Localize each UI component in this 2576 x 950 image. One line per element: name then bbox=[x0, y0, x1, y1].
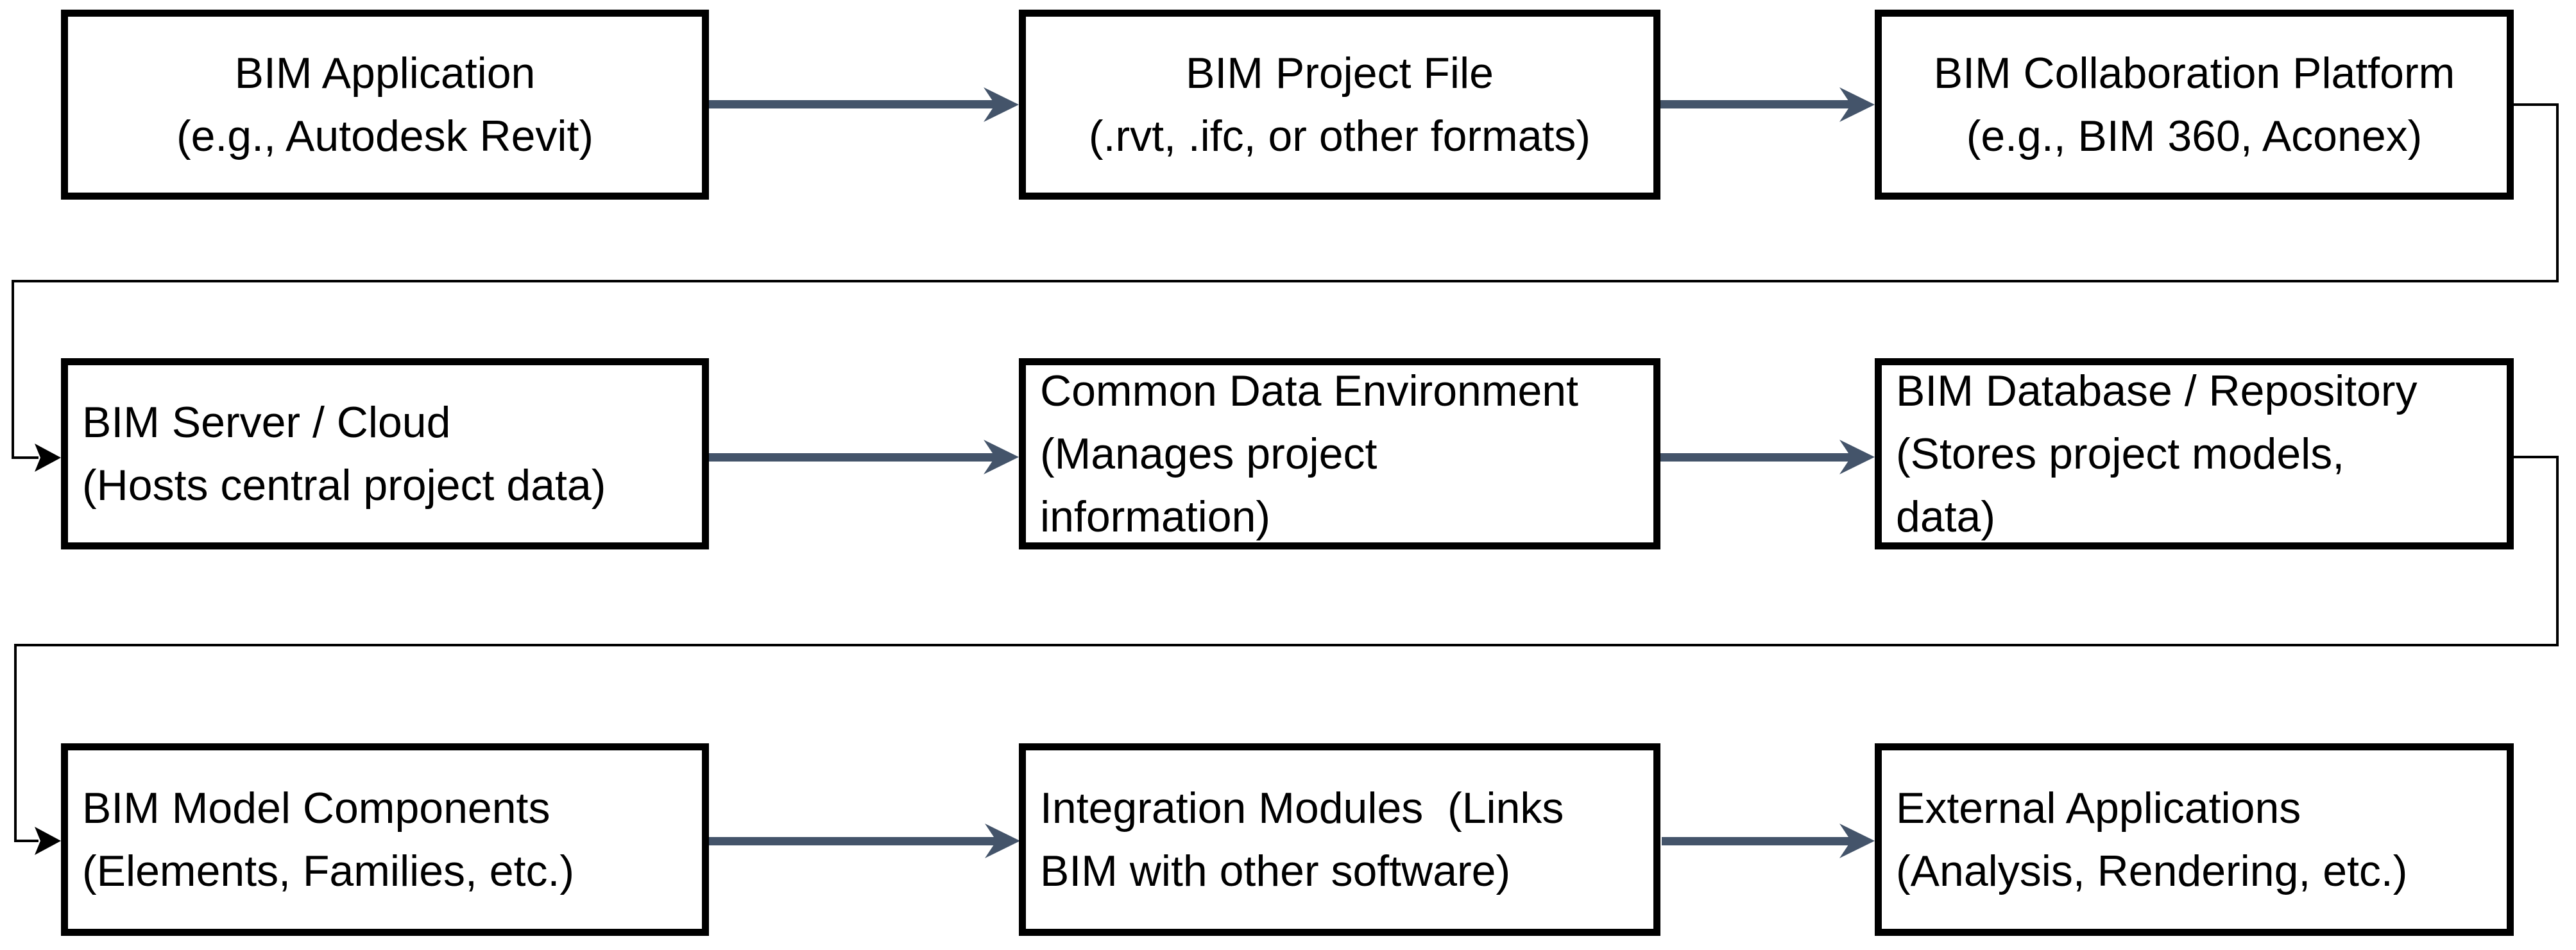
node-bim-collaboration-platform: BIM Collaboration Platform (e.g., BIM 36… bbox=[1875, 10, 2514, 200]
flow-arrow-application-to-projectfile bbox=[709, 87, 1019, 122]
wrap-connector-row1-to-row2 bbox=[12, 103, 2559, 472]
node-label-line: BIM Project File bbox=[1186, 49, 1494, 98]
node-label-line: (e.g., BIM 360, Aconex) bbox=[1966, 112, 2423, 160]
node-external-applications: External Applications (Analysis, Renderi… bbox=[1875, 743, 2514, 936]
arrow-head bbox=[984, 440, 1019, 474]
node-label-line: (Elements, Families, etc.) bbox=[82, 847, 575, 895]
node-bim-model-components: BIM Model Components (Elements, Families… bbox=[61, 743, 709, 936]
node-bim-application: BIM Application (e.g., Autodesk Revit) bbox=[61, 10, 709, 200]
arrow-head bbox=[985, 824, 1020, 858]
flow-arrow-server-to-cde bbox=[709, 440, 1019, 474]
node-bim-database-repository: BIM Database / Repository (Stores projec… bbox=[1875, 358, 2514, 549]
flow-arrow-projectfile-to-collaboration bbox=[1660, 87, 1875, 122]
node-label-line: information) bbox=[1040, 492, 1271, 541]
node-label-line: (.rvt, .ifc, or other formats) bbox=[1088, 112, 1591, 160]
node-label-line: (Analysis, Rendering, etc.) bbox=[1896, 847, 2408, 895]
arrow-shaft bbox=[709, 453, 995, 462]
node-label-line: BIM Collaboration Platform bbox=[1933, 49, 2455, 98]
arrow-head bbox=[984, 87, 1019, 122]
node-label-line: Integration Modules (Links bbox=[1040, 784, 1564, 833]
arrow-shaft bbox=[1660, 100, 1851, 108]
node-label-line: BIM Server / Cloud bbox=[82, 398, 451, 447]
arrow-shaft bbox=[709, 100, 995, 108]
arrow-shaft bbox=[1662, 837, 1851, 845]
arrow-head bbox=[1839, 440, 1875, 474]
wrap-connector-arrowhead bbox=[35, 827, 61, 855]
wrap-connector-row2-to-row3 bbox=[14, 456, 2559, 855]
wrap-connector-arrowhead bbox=[35, 444, 61, 472]
flow-arrow-integration-to-external bbox=[1662, 824, 1875, 858]
node-label-line: BIM Application bbox=[234, 49, 536, 98]
node-label-line: External Applications bbox=[1896, 784, 2301, 833]
arrow-shaft bbox=[1660, 453, 1851, 462]
wrap-connector-line bbox=[12, 103, 2559, 459]
node-common-data-environment: Common Data Environment (Manages project… bbox=[1019, 358, 1660, 549]
wrap-connector-line bbox=[14, 456, 2559, 842]
flow-arrow-components-to-integration bbox=[709, 824, 1020, 858]
node-bim-project-file: BIM Project File (.rvt, .ifc, or other f… bbox=[1019, 10, 1660, 200]
node-label-line: (Hosts central project data) bbox=[82, 461, 606, 510]
node-label-line: BIM Model Components bbox=[82, 784, 550, 833]
node-label-line: Common Data Environment bbox=[1040, 367, 1579, 415]
node-bim-server-cloud: BIM Server / Cloud (Hosts central projec… bbox=[61, 358, 709, 549]
arrow-head bbox=[1839, 87, 1875, 122]
node-label-line: data) bbox=[1896, 492, 1995, 541]
node-label-line: (Manages project bbox=[1040, 429, 1378, 478]
node-label-line: (Stores project models, bbox=[1896, 429, 2345, 478]
arrow-head bbox=[1839, 824, 1875, 858]
node-label-line: (e.g., Autodesk Revit) bbox=[176, 112, 594, 160]
node-label-line: BIM Database / Repository bbox=[1896, 367, 2418, 415]
node-integration-modules: Integration Modules (Links BIM with othe… bbox=[1019, 743, 1660, 936]
arrow-shaft bbox=[709, 837, 996, 845]
flow-arrow-cde-to-database bbox=[1660, 440, 1875, 474]
node-label-line: BIM with other software) bbox=[1040, 847, 1511, 895]
